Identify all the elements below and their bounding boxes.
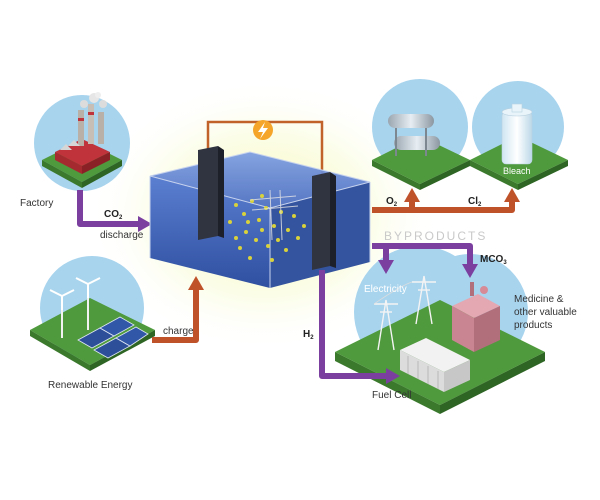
factory-building-icon xyxy=(55,92,110,174)
medicine-label-line1: Medicine & xyxy=(514,294,564,305)
factory-label: Factory xyxy=(20,198,53,209)
medicine-label-line2: other valuable xyxy=(514,307,577,318)
bleach-scene xyxy=(470,81,568,190)
fuel-cell-label: Fuel Cell xyxy=(372,390,411,401)
bleach-label: Bleach xyxy=(503,166,531,176)
fuel-cell-icon xyxy=(400,338,470,392)
byproducts-label: BYPRODUCTS xyxy=(384,229,487,243)
gas-tank-icon xyxy=(388,114,440,156)
membrane xyxy=(249,189,299,241)
mco3-label: MCO3 xyxy=(480,254,507,266)
solar-panel-icon xyxy=(77,316,149,359)
charge-arrow xyxy=(152,276,204,343)
cl2-label: Cl2 xyxy=(468,196,482,208)
co2-label: CO2 xyxy=(104,209,123,221)
electrode-left xyxy=(198,146,224,240)
o2-storage-scene xyxy=(372,79,470,190)
electrolysis-tank xyxy=(149,120,371,288)
bleach-container-icon xyxy=(501,103,533,165)
ion-particles xyxy=(228,194,306,262)
renewable-energy-label: Renewable Energy xyxy=(48,380,133,391)
byproduct-arrows xyxy=(372,188,520,213)
factory-scene xyxy=(34,92,130,191)
power-tower-icon xyxy=(373,275,436,351)
h2-label: H2 xyxy=(303,329,314,341)
discharge-label: discharge xyxy=(100,230,144,241)
charge-label: charge xyxy=(163,326,194,337)
o2-label: O2 xyxy=(386,196,398,208)
medicine-label-line3: products xyxy=(514,320,552,331)
medicine-factory-icon xyxy=(452,282,500,352)
renewable-scene xyxy=(30,256,155,371)
electrode-right xyxy=(312,172,336,270)
electricity-label: Electricity xyxy=(364,284,407,295)
h2-arrow xyxy=(319,270,400,384)
co2-discharge-arrow xyxy=(77,190,152,232)
mco3-arrow xyxy=(386,243,478,278)
wind-turbine-icon xyxy=(49,277,101,338)
